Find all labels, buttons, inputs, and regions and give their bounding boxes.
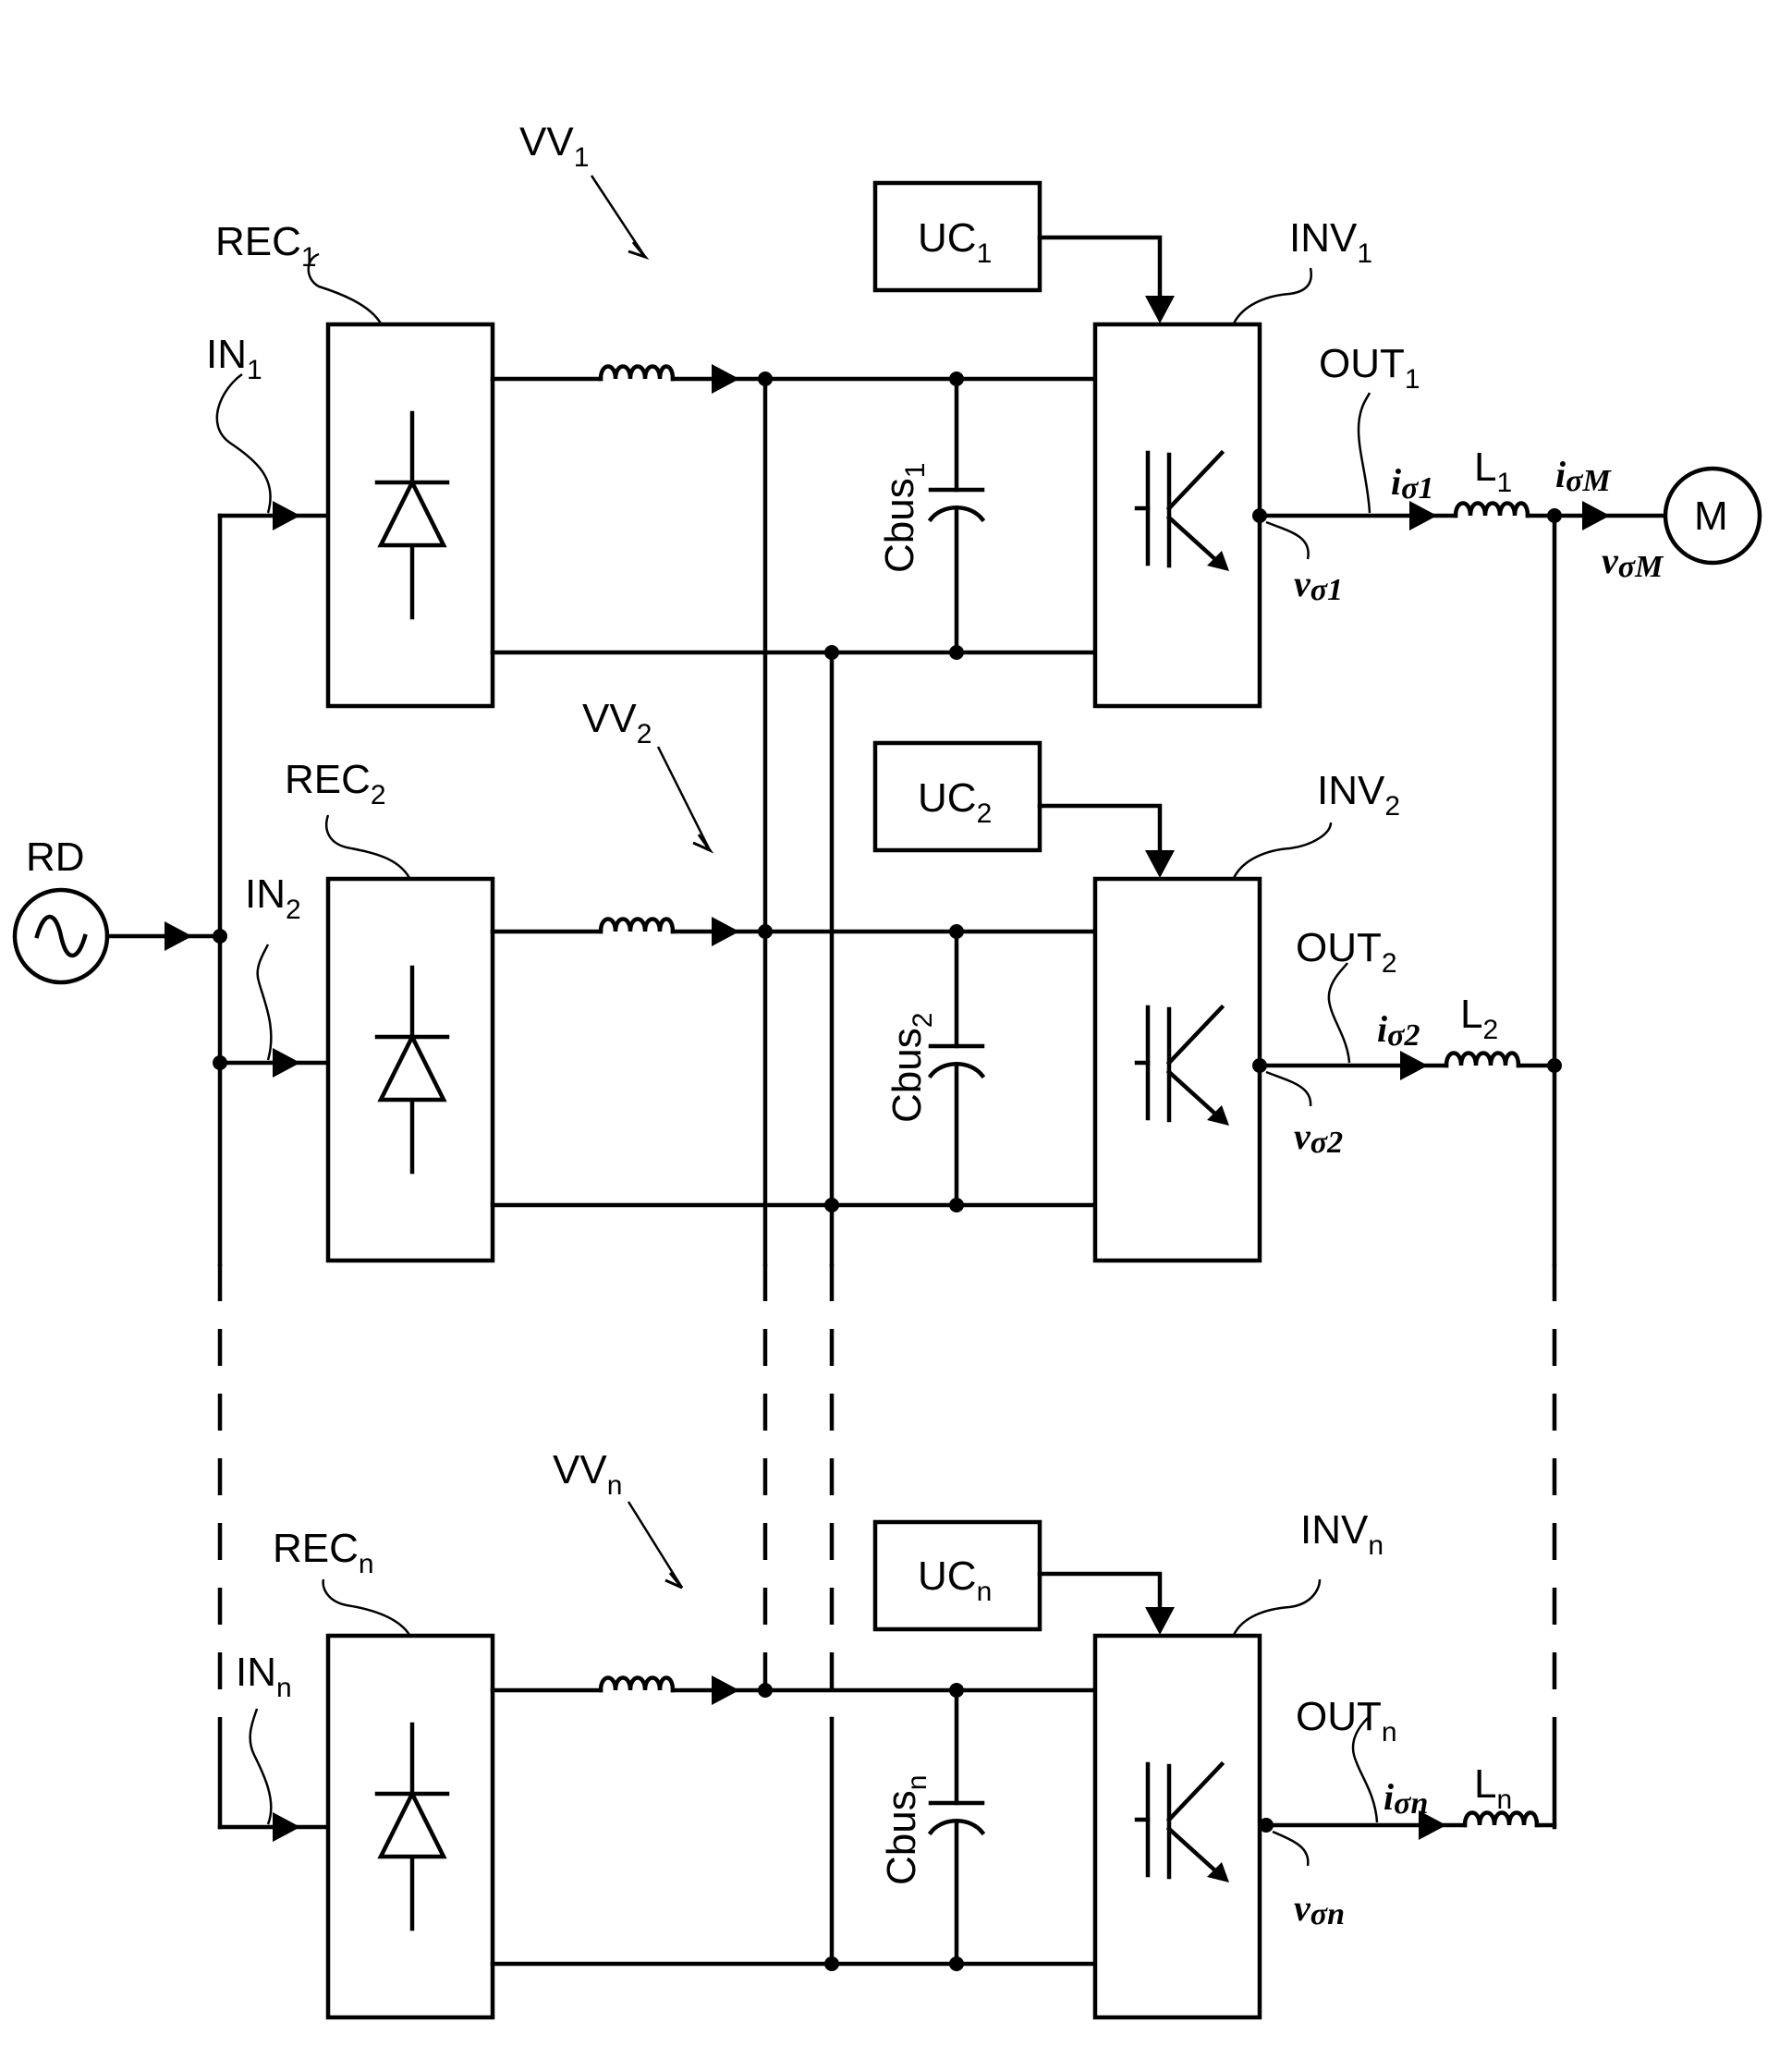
input-2-label: IN2 — [245, 871, 301, 925]
drive-2-vv-label: VV2 — [582, 696, 652, 749]
rectifier-1-label: REC1 — [215, 219, 317, 273]
drive-stage-2 — [213, 743, 1562, 1261]
input-1-label: IN1 — [206, 332, 262, 385]
ac-source-rd — [15, 890, 227, 982]
drive-1-vv-arrow — [591, 176, 645, 257]
inductor-n-label: Ln — [1474, 1761, 1512, 1815]
output-n-label: OUTn — [1296, 1694, 1397, 1748]
drive-2-vv-arrow — [658, 747, 710, 850]
inductor-2-label: L2 — [1460, 992, 1498, 1045]
source-label: RD — [26, 834, 85, 880]
voltage-1-label: vσ1 — [1294, 563, 1343, 607]
inverter-1 — [1095, 324, 1260, 706]
drive-n-vv-label: VVn — [553, 1447, 622, 1501]
inductor-1-label: L1 — [1474, 445, 1512, 498]
capacitor-1-label: Cbus1 — [877, 463, 931, 573]
drive-stage-1 — [217, 183, 1554, 706]
capacitor-2-label: Cbus2 — [884, 1013, 938, 1123]
motor-voltage-label: vσM — [1602, 540, 1664, 584]
input-n-label: INn — [236, 1650, 292, 1703]
voltage-n-label: vσn — [1294, 1887, 1345, 1931]
voltage-2-label: vσ2 — [1294, 1115, 1343, 1160]
inverter-n — [1095, 1636, 1260, 2017]
rectifier-n-label: RECn — [273, 1526, 374, 1579]
inverter-1-label: INV1 — [1289, 215, 1372, 269]
current-n-label: iσn — [1384, 1776, 1428, 1821]
motor-label: M — [1694, 493, 1728, 539]
output-2-label: OUT2 — [1296, 925, 1397, 979]
inverter-2 — [1095, 879, 1260, 1261]
drive-n-vv-arrow — [628, 1502, 682, 1588]
current-1-label: iσ1 — [1391, 461, 1433, 506]
inverter-n-label: INVn — [1300, 1507, 1384, 1561]
drive-stage-n — [220, 1522, 1554, 2017]
output-1-label: OUT1 — [1319, 341, 1420, 395]
current-2-label: iσ2 — [1377, 1008, 1420, 1053]
inverter-2-label: INV2 — [1317, 768, 1400, 822]
capacitor-n-label: Cbusn — [879, 1775, 933, 1885]
drive-1-vv-label: VV1 — [519, 119, 589, 173]
motor-current-label: iσM — [1555, 454, 1612, 498]
rectifier-2-label: REC2 — [285, 757, 386, 810]
